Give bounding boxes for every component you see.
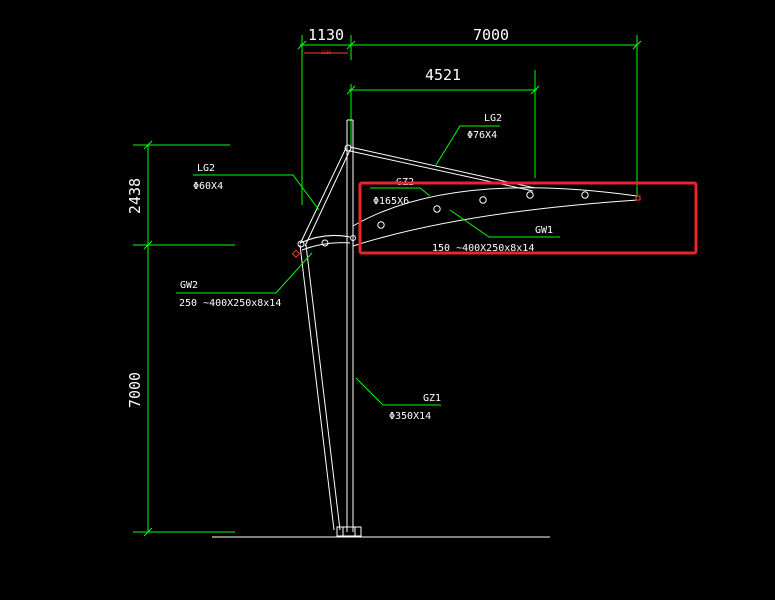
small-red-dimension-text: 1130 [321, 50, 331, 55]
beam-tip-marker [635, 195, 641, 201]
leader-lines [176, 125, 560, 406]
gz1-spec: Φ350X14 [389, 411, 431, 422]
gw1-name: GW1 [535, 225, 553, 236]
dimension-lines [133, 35, 642, 537]
gz1-name: GZ1 [423, 393, 441, 404]
lg2-top-spec: Φ76X4 [467, 130, 497, 141]
gw1-spec: 150 ~400X250x8x14 [432, 243, 534, 254]
dimension-4521: 4521 [425, 66, 461, 84]
dimension-2438: 2438 [126, 178, 144, 214]
lg2-left-spec: Φ60X4 [193, 181, 223, 192]
steel-structure [297, 119, 638, 537]
highlight-box [358, 181, 698, 255]
lg2-top-name: LG2 [484, 113, 502, 124]
dimension-1130: 1130 [308, 26, 344, 44]
gw2-name: GW2 [180, 280, 198, 291]
dimension-7000-left: 7000 [126, 372, 144, 408]
gz2-spec: Φ165X6 [373, 196, 409, 207]
gw2-spec: 250 ~400X250x8x14 [179, 298, 281, 309]
lg2-left-name: LG2 [197, 163, 215, 174]
dimension-7000-top: 7000 [473, 26, 509, 44]
left-joint-marker [291, 249, 301, 258]
